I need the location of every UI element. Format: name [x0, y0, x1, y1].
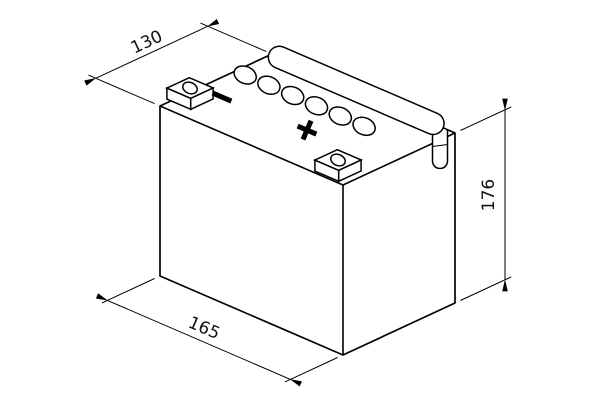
dimension-line: [84, 18, 220, 86]
extension-line: [284, 357, 338, 383]
positive-terminal: [313, 148, 363, 183]
dimension-label-height: 176: [479, 179, 499, 211]
extension-line: [88, 74, 155, 105]
carry-handle: [267, 45, 445, 136]
vent-caps: [233, 65, 376, 137]
vent-cap: [257, 75, 281, 95]
dimension-label-depth: 130: [128, 27, 166, 59]
vent-cap: [233, 65, 258, 85]
vent-cap: [280, 85, 305, 106]
extension-line: [101, 278, 155, 304]
vent-cap: [328, 106, 353, 126]
extension-line: [460, 276, 512, 301]
extension-line: [200, 22, 267, 53]
dimension-line: [95, 293, 302, 387]
extension-line: [460, 106, 512, 131]
dimension-label-length: 165: [185, 313, 223, 344]
vent-cap: [352, 116, 376, 137]
dimension-height: 176: [460, 98, 512, 301]
positive-terminal-hole: [330, 153, 346, 167]
vent-tube-joint-line: [432, 144, 448, 147]
vent-cap: [304, 96, 329, 116]
